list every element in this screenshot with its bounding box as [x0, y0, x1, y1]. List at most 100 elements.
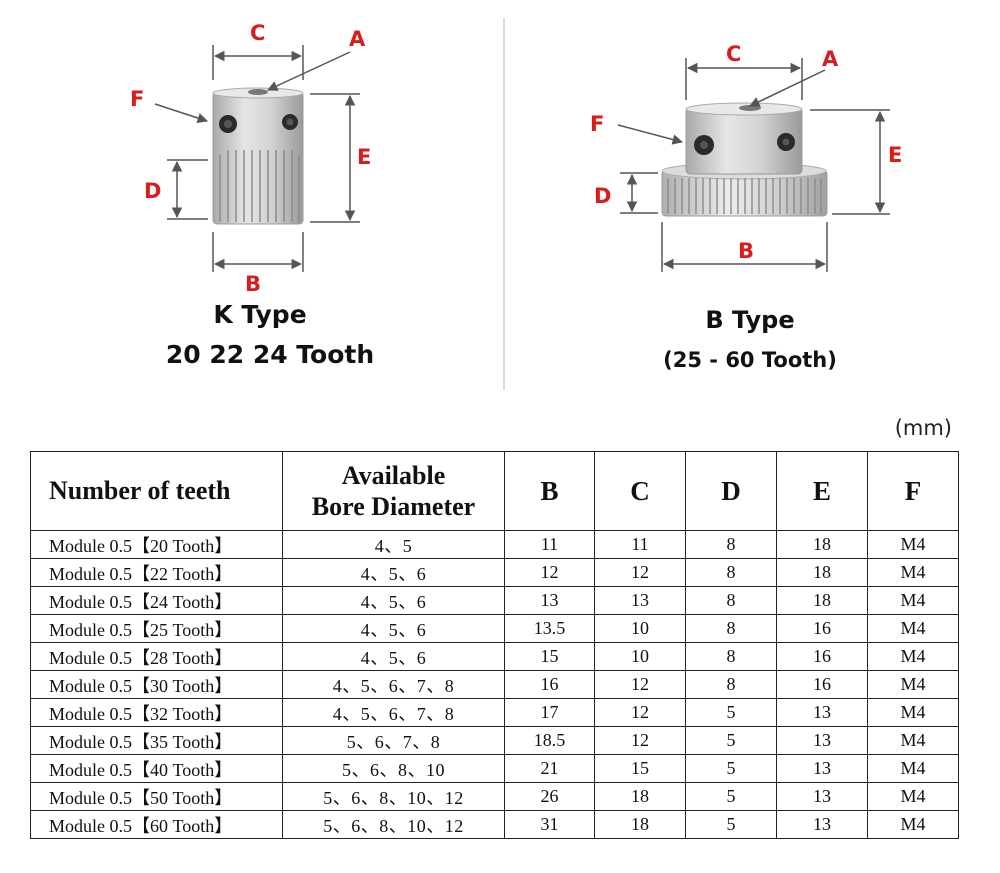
cell-e: 18 [776, 558, 868, 587]
cell-b: 11 [504, 530, 595, 559]
cell-teeth: Module 0.5【22 Tooth】 [30, 558, 283, 587]
cell-b: 21 [504, 754, 595, 783]
cell-f: M4 [867, 614, 959, 643]
cell-d: 8 [685, 670, 777, 699]
cell-c: 10 [594, 614, 686, 643]
cell-bore: 4、5、6、7、8 [282, 670, 505, 699]
cell-f: M4 [867, 586, 959, 615]
cell-d: 5 [685, 698, 777, 727]
cell-f: M4 [867, 642, 959, 671]
cell-teeth: Module 0.5【50 Tooth】 [30, 782, 283, 811]
cell-bore: 4、5 [282, 530, 505, 559]
cell-c: 18 [594, 782, 686, 811]
k-type-gear [212, 87, 304, 225]
cell-e: 16 [776, 614, 868, 643]
gear-diagram-svg: C A F E D B [130, 21, 902, 296]
header-e: E [776, 451, 868, 531]
b-label-b: B [738, 239, 754, 263]
cell-d: 8 [685, 642, 777, 671]
cell-teeth: Module 0.5【24 Tooth】 [30, 586, 283, 615]
cell-b: 31 [504, 810, 595, 839]
header-d: D [685, 451, 777, 531]
k-type-title: K Type [213, 300, 307, 329]
header-b: B [504, 451, 595, 531]
cell-d: 8 [685, 530, 777, 559]
gear-diagrams: C A F E D B [0, 0, 1000, 400]
cell-c: 18 [594, 810, 686, 839]
k-label-a: A [349, 27, 366, 51]
cell-bore: 5、6、8、10、12 [282, 810, 505, 839]
cell-bore: 4、5、6 [282, 614, 505, 643]
table-row: Module 0.5【32 Tooth】 4、5、6、7、8 17 12 5 1… [30, 698, 959, 727]
cell-bore: 5、6、8、10、12 [282, 782, 505, 811]
table-row: Module 0.5【24 Tooth】 4、5、6 13 13 8 18 M4 [30, 586, 959, 615]
cell-b: 13 [504, 586, 595, 615]
cell-b: 12 [504, 558, 595, 587]
cell-e: 13 [776, 726, 868, 755]
k-label-f: F [130, 87, 144, 111]
cell-c: 10 [594, 642, 686, 671]
k-label-c: C [250, 21, 265, 45]
table-row: Module 0.5【30 Tooth】 4、5、6、7、8 16 12 8 1… [30, 670, 959, 699]
cell-f: M4 [867, 726, 959, 755]
cell-c: 12 [594, 670, 686, 699]
section-divider [503, 18, 505, 390]
cell-c: 12 [594, 558, 686, 587]
k-label-b: B [245, 272, 261, 296]
cell-bore: 5、6、7、8 [282, 726, 505, 755]
table-row: Module 0.5【28 Tooth】 4、5、6 15 10 8 16 M4 [30, 642, 959, 671]
table-row: Module 0.5【40 Tooth】 5、6、8、10 21 15 5 13… [30, 754, 959, 783]
cell-d: 5 [685, 782, 777, 811]
cell-bore: 4、5、6 [282, 558, 505, 587]
cell-d: 8 [685, 614, 777, 643]
cell-b: 17 [504, 698, 595, 727]
cell-b: 16 [504, 670, 595, 699]
header-bore-diameter: Available Bore Diameter [282, 451, 505, 531]
cell-d: 8 [685, 558, 777, 587]
cell-f: M4 [867, 530, 959, 559]
cell-teeth: Module 0.5【60 Tooth】 [30, 810, 283, 839]
header-f: F [867, 451, 959, 531]
cell-b: 13.5 [504, 614, 595, 643]
cell-b: 26 [504, 782, 595, 811]
b-type-gear [661, 102, 828, 217]
table-row: Module 0.5【50 Tooth】 5、6、8、10、12 26 18 5… [30, 782, 959, 811]
cell-f: M4 [867, 670, 959, 699]
cell-teeth: Module 0.5【25 Tooth】 [30, 614, 283, 643]
b-type-subtitle: (25 - 60 Tooth) [663, 348, 837, 372]
cell-e: 13 [776, 782, 868, 811]
table-row: Module 0.5【35 Tooth】 5、6、7、8 18.5 12 5 1… [30, 726, 959, 755]
cell-d: 5 [685, 754, 777, 783]
b-dimension-lines [617, 58, 890, 272]
cell-teeth: Module 0.5【28 Tooth】 [30, 642, 283, 671]
k-dimension-lines [154, 45, 360, 272]
cell-bore: 4、5、6 [282, 642, 505, 671]
cell-e: 13 [776, 810, 868, 839]
cell-d: 8 [685, 586, 777, 615]
b-label-d: D [594, 184, 611, 208]
cell-teeth: Module 0.5【40 Tooth】 [30, 754, 283, 783]
spec-table: Number of teeth Available Bore Diameter … [30, 451, 959, 839]
cell-teeth: Module 0.5【35 Tooth】 [30, 726, 283, 755]
b-label-e: E [888, 143, 902, 167]
unit-label: (mm) [894, 416, 952, 440]
header-bore-line1: Available [341, 460, 446, 490]
cell-e: 13 [776, 698, 868, 727]
cell-f: M4 [867, 754, 959, 783]
cell-e: 16 [776, 670, 868, 699]
cell-f: M4 [867, 782, 959, 811]
cell-teeth: Module 0.5【20 Tooth】 [30, 530, 283, 559]
k-label-d: D [144, 179, 161, 203]
cell-c: 13 [594, 586, 686, 615]
table-row: Module 0.5【22 Tooth】 4、5、6 12 12 8 18 M4 [30, 558, 959, 587]
cell-c: 11 [594, 530, 686, 559]
cell-bore: 4、5、6、7、8 [282, 698, 505, 727]
header-c: C [594, 451, 686, 531]
k-type-subtitle: 20 22 24 Tooth [165, 340, 375, 369]
table-row: Module 0.5【25 Tooth】 4、5、6 13.5 10 8 16 … [30, 614, 959, 643]
cell-c: 12 [594, 726, 686, 755]
cell-teeth: Module 0.5【30 Tooth】 [30, 670, 283, 699]
cell-b: 15 [504, 642, 595, 671]
b-label-a: A [822, 47, 839, 71]
cell-e: 13 [776, 754, 868, 783]
